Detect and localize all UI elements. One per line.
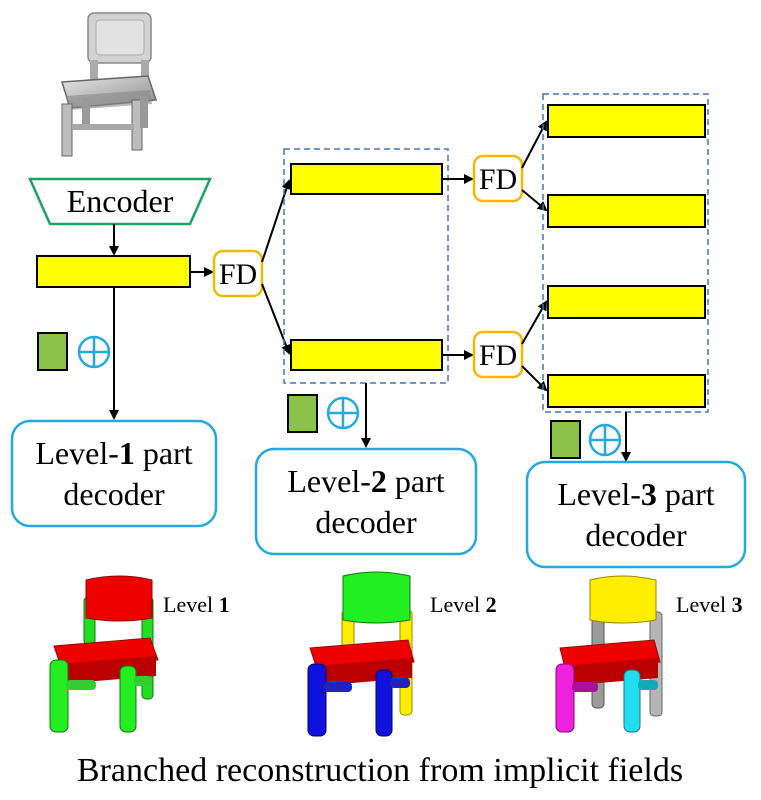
- fd-label-1: FD: [219, 258, 257, 291]
- level2-decoder-label-line2: decoder: [315, 504, 417, 540]
- green-latent-vector-icon: [550, 420, 581, 459]
- level2-feature-bottom: [290, 339, 443, 371]
- encoder-label: Encoder: [67, 183, 174, 219]
- green-latent-vector-icon: [287, 394, 318, 433]
- figure-caption: Branched reconstruction from implicit fi…: [77, 752, 683, 789]
- circled-plus-icon: [326, 396, 360, 430]
- fd-block-2: [472, 154, 524, 203]
- fd-block-1: [212, 249, 264, 298]
- level2-result-label: Level 2: [430, 592, 497, 617]
- level3-feature-1: [547, 104, 706, 138]
- fd-block-3: [472, 330, 524, 379]
- level2-concat: [287, 394, 360, 433]
- level1-decoder-box: [10, 419, 218, 528]
- fd-label-3: FD: [479, 339, 517, 372]
- level1-concat: [37, 332, 111, 371]
- level3-group: [542, 93, 709, 413]
- level1-result-label: Level 1: [163, 592, 230, 617]
- level1-feature: [36, 255, 191, 288]
- encoder-block: [28, 177, 212, 226]
- level2-feature-top: [290, 163, 443, 195]
- circled-plus-icon: [77, 335, 111, 369]
- level3-concat: [550, 420, 622, 459]
- level1-decoder-label-line2: decoder: [63, 476, 165, 512]
- level3-result-label: Level 3: [676, 592, 743, 617]
- level1-chair-icon: [49, 575, 159, 733]
- level3-decoder-label: Level-3 part: [557, 476, 714, 512]
- level2-decoder-box: [254, 447, 478, 556]
- level3-decoder-box: [525, 460, 747, 569]
- level3-decoder-label-line2: decoder: [585, 517, 687, 553]
- level2-chair-icon: [307, 571, 415, 737]
- level3-feature-3: [547, 285, 706, 319]
- circled-plus-icon: [588, 423, 622, 457]
- level3-feature-4: [547, 374, 706, 408]
- level1-decoder-label: Level-1 part: [35, 435, 192, 471]
- green-latent-vector-icon: [37, 332, 68, 371]
- level3-chair-icon: [555, 575, 663, 733]
- input-chair-icon: [61, 12, 158, 157]
- fd-label-2: FD: [479, 163, 517, 196]
- level2-decoder-label: Level-2 part: [287, 463, 444, 499]
- level3-feature-2: [547, 194, 706, 228]
